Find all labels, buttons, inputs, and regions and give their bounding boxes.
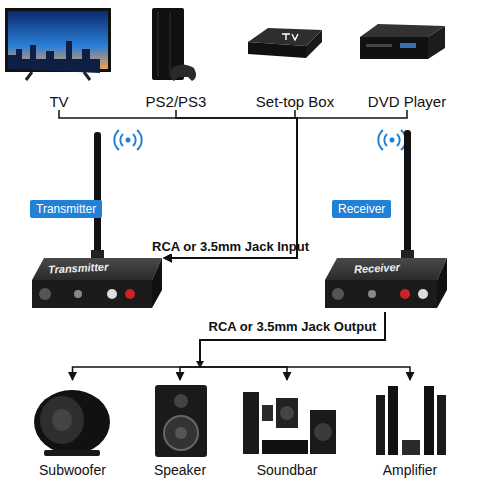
antenna — [404, 130, 411, 260]
device-node: Soundbar — [237, 380, 337, 478]
knob — [39, 288, 51, 300]
console-illustration — [152, 8, 196, 81]
device-label: DVD Player — [352, 93, 462, 110]
center-unit — [276, 398, 298, 428]
wifi-arcs — [378, 130, 405, 150]
sub-cone — [314, 423, 332, 441]
settop-illustration — [248, 28, 322, 58]
tower-speaker — [437, 395, 446, 455]
device-print: Receiver — [354, 261, 400, 275]
console-line — [158, 12, 170, 76]
signal-connector — [164, 110, 297, 258]
signal-connector — [200, 312, 410, 380]
signal-connector — [180, 312, 385, 380]
device-label: Soundbar — [237, 462, 337, 478]
device-tag: Transmitter — [30, 200, 102, 218]
device-label: Subwoofer — [25, 462, 120, 478]
center-speaker — [402, 440, 420, 455]
tower-speaker — [243, 392, 259, 454]
speaker-illustration — [155, 385, 207, 457]
device-node: Speaker — [140, 380, 220, 478]
device-side — [437, 258, 447, 308]
satellite-speaker — [262, 405, 273, 421]
device-front — [325, 280, 437, 308]
subwoofer-body — [34, 390, 110, 454]
rca-jack — [400, 289, 410, 299]
device-label: Amplifier — [365, 462, 455, 478]
device-print: Transmitter — [48, 260, 109, 275]
device-label: TV — [5, 93, 113, 110]
tv-illustration — [5, 8, 111, 80]
device-node: Amplifier — [365, 380, 455, 478]
center-cone — [280, 406, 294, 420]
settop-front — [248, 42, 306, 58]
device-node: DVD Player — [352, 5, 462, 110]
dvd-side — [428, 26, 445, 59]
tv-stand — [26, 72, 90, 80]
device-side — [152, 258, 162, 308]
device-node: Subwoofer — [25, 380, 120, 478]
knob — [332, 288, 344, 300]
jack — [368, 290, 376, 298]
settop-logo — [282, 34, 298, 40]
connector-label: RCA or 3.5mm Jack Input — [152, 239, 309, 254]
subwoofer-illustration — [34, 390, 110, 456]
controller — [170, 65, 196, 82]
antenna — [94, 132, 101, 260]
wireless-icon — [114, 130, 405, 150]
wifi-arcs — [114, 130, 141, 150]
device-label: PS2/PS3 — [140, 93, 212, 110]
device-node: PS2/PS3 — [140, 5, 212, 110]
settop-side — [306, 30, 322, 58]
tower-speaker — [376, 395, 385, 455]
sub-box — [310, 410, 336, 454]
dvd-tray — [366, 44, 392, 47]
speaker-cabinet — [155, 385, 207, 457]
sound-bar — [262, 440, 308, 454]
amplifier-illustration — [376, 386, 446, 455]
transmitter-device — [32, 132, 162, 308]
tower-speaker — [388, 386, 398, 455]
device-top — [325, 258, 447, 280]
device-node: Set-top Box — [240, 5, 350, 110]
device-tag: Receiver — [332, 200, 391, 218]
signal-connector — [73, 312, 386, 380]
dvd-illustration — [360, 24, 445, 59]
subwoofer-cap — [52, 409, 72, 431]
tv-frame — [5, 8, 111, 72]
tv-skyline — [8, 41, 100, 73]
device-label: Set-top Box — [240, 93, 350, 110]
device-node: TransmitterTransmitter — [28, 198, 164, 312]
subwoofer-base — [44, 450, 100, 456]
signal-connector — [164, 110, 297, 258]
tweeter — [174, 394, 188, 408]
signal-connector — [200, 312, 385, 380]
device-label: Speaker — [140, 462, 220, 478]
rca-jack — [107, 289, 117, 299]
device-top — [32, 258, 162, 280]
dvd-front — [360, 37, 428, 59]
device-front — [32, 280, 152, 308]
rca-jack — [418, 289, 428, 299]
woofer-cap — [175, 427, 187, 439]
wifi-dot — [126, 138, 131, 143]
signal-connector — [164, 110, 407, 258]
signal-connector — [59, 110, 297, 258]
soundbar-illustration — [243, 392, 336, 454]
bus-arrowhead — [196, 361, 204, 368]
woofer — [164, 416, 198, 450]
tower-speaker — [424, 386, 434, 455]
device-node: TV — [5, 5, 113, 110]
receiver-device — [325, 130, 447, 308]
wifi-dot — [390, 138, 395, 143]
jack — [74, 290, 82, 298]
rca-jack — [125, 289, 135, 299]
subwoofer-cone — [40, 396, 84, 444]
device-node: ReceiverReceiver — [322, 198, 448, 312]
connector-label: RCA or 3.5mm Jack Output — [209, 319, 377, 334]
dvd-display — [400, 43, 416, 48]
